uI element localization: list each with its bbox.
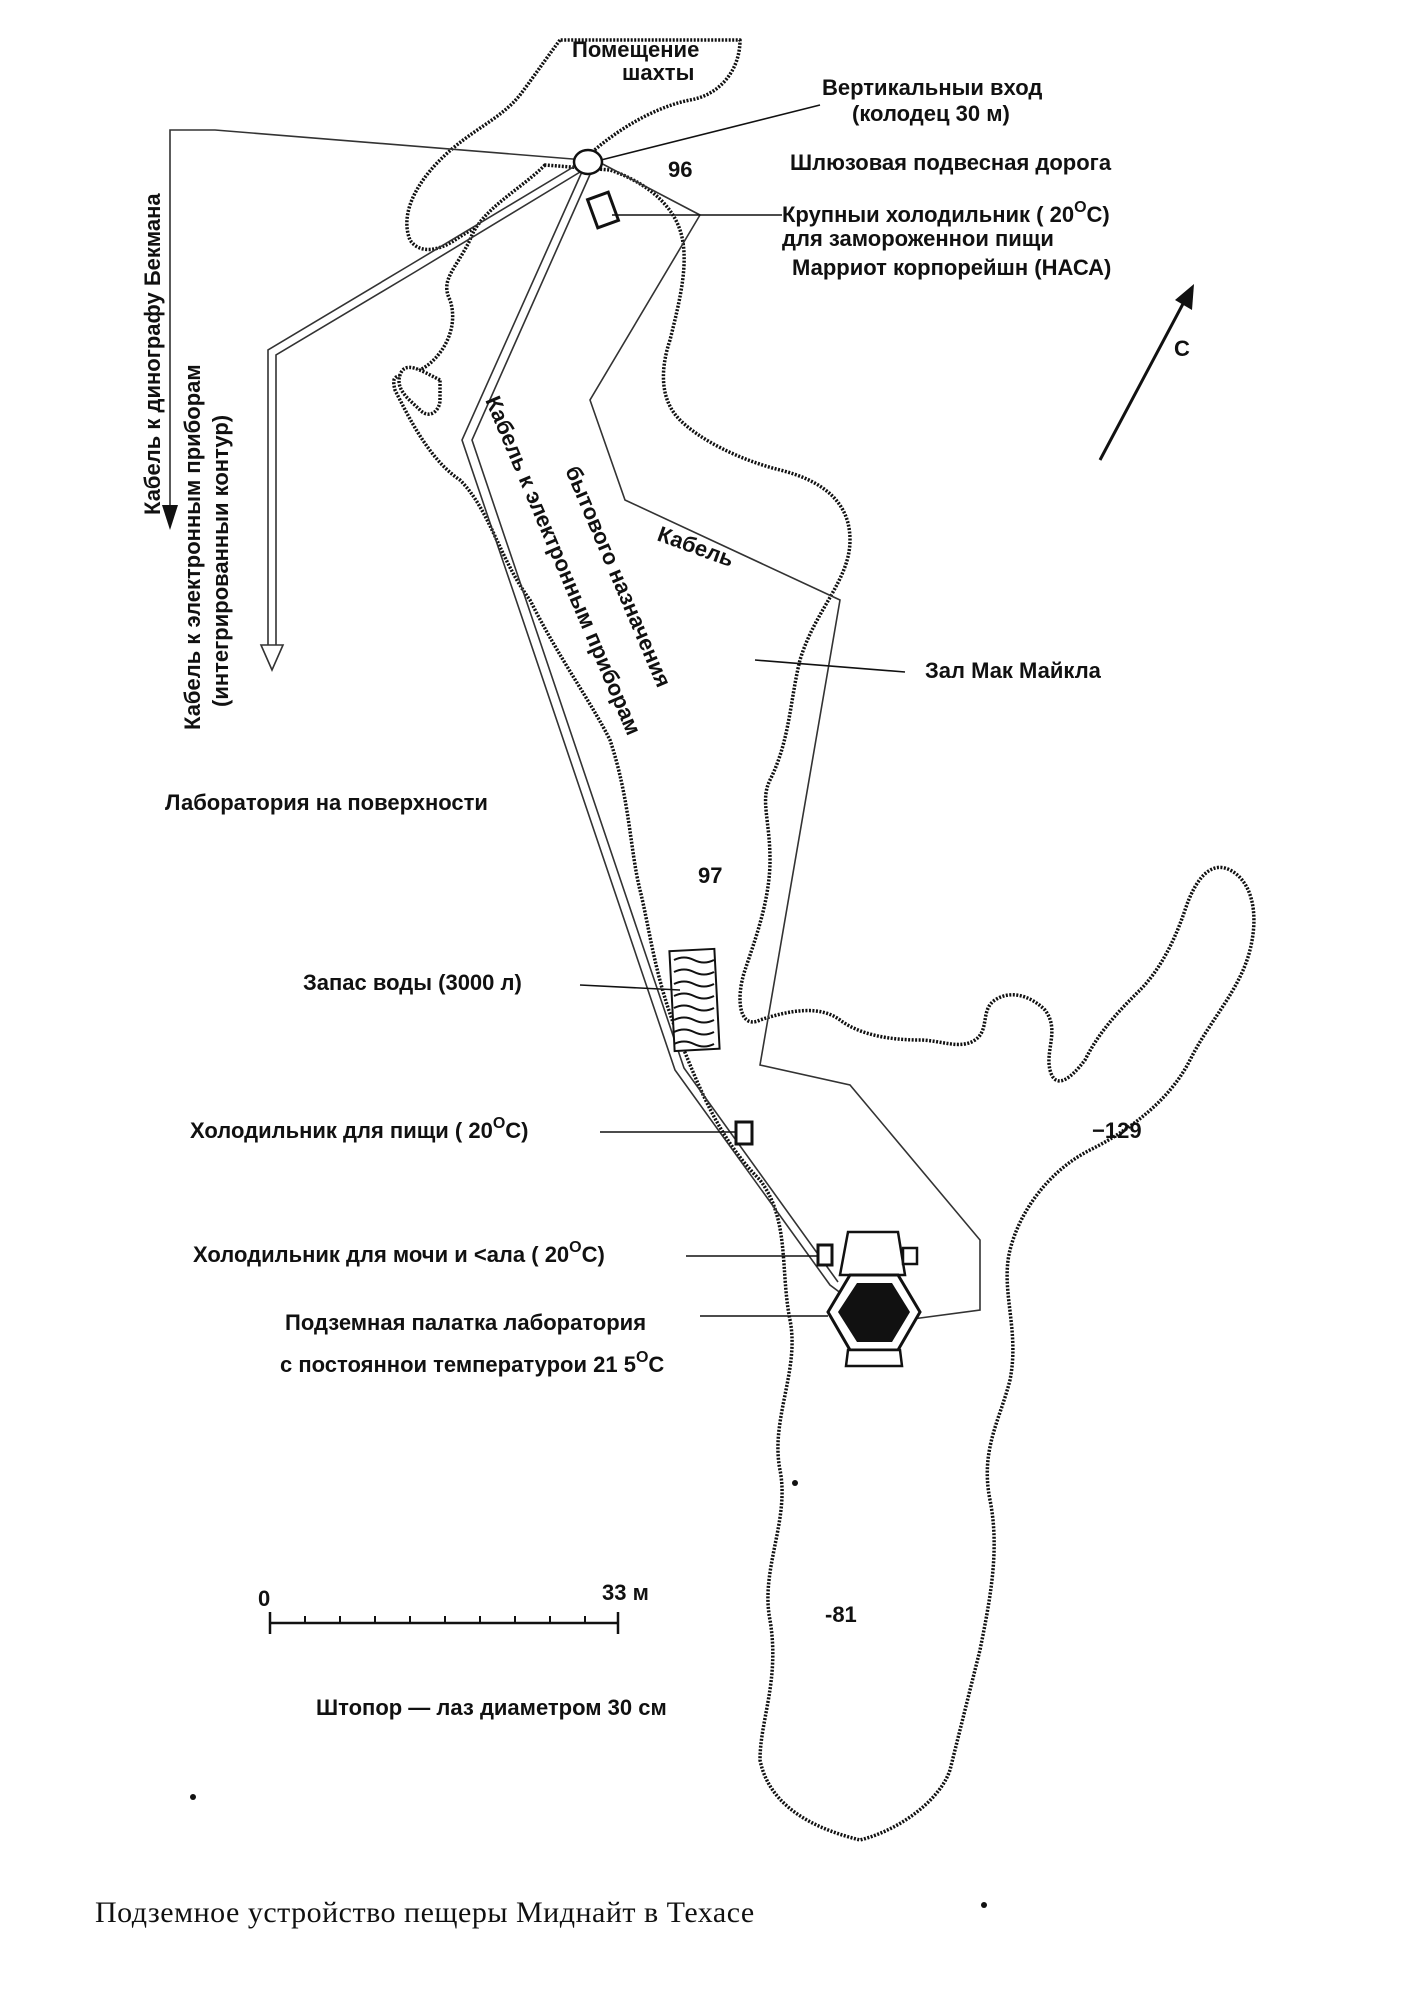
cave-left-lobe	[397, 365, 442, 416]
cable-electronic-label-2: (интегрированныи контур)	[208, 415, 233, 707]
tent-unit: C	[648, 1352, 664, 1377]
tent-label-1: Подземная палатка лаборатория	[285, 1310, 646, 1335]
urine-fridge-label-text: Холодильник для мочи и <ала ( 20	[193, 1242, 569, 1267]
corkscrew-label: Штопор — лаз диаметром 30 см	[316, 1695, 667, 1720]
mcmichael-hall-label: Зал Мак Майкла	[925, 658, 1102, 683]
speck-3	[792, 1480, 798, 1486]
tramway-label: Шлюзовая подвесная дорога	[790, 150, 1112, 175]
large-fridge-marker	[585, 190, 621, 230]
cable-electronic-line2	[275, 165, 591, 645]
speck-1	[190, 1794, 196, 1800]
shaft-room-label-2: шахты	[622, 60, 694, 85]
cable-main-line	[589, 159, 981, 1321]
vertical-entrance-leader	[600, 104, 821, 161]
urine-fridge-unit: C)	[582, 1242, 605, 1267]
depth-81: -81	[825, 1602, 857, 1627]
water-supply-leader	[579, 984, 681, 991]
large-fridge-label-3: Марриот корпорейшн (НАСА)	[792, 255, 1111, 280]
large-fridge-degree: O	[1074, 199, 1086, 216]
cable-beckman-label: Кабель к динографу Бекмана	[140, 193, 165, 515]
surface-lab-label: Лаборатория на поверхности	[165, 790, 488, 815]
large-fridge-label-1: Крупныи холодильник ( 20OC)	[782, 199, 1110, 227]
large-fridge-label-2: для замороженнои пищи	[782, 226, 1054, 251]
urine-fridge-degree: O	[569, 1239, 581, 1256]
north-label: С	[1174, 336, 1190, 361]
scale-max-label: 33 м	[602, 1580, 649, 1605]
food-fridge-unit: C)	[505, 1118, 528, 1143]
vertical-entrance-marker	[572, 148, 604, 176]
cable-beckman-line	[169, 129, 586, 505]
cable-household-line2	[471, 169, 839, 1283]
food-fridge-label-text: Холодильник для пищи ( 20	[190, 1118, 493, 1143]
depth-97: 97	[698, 863, 722, 888]
cable-electronic-label-1: Кабель к электронным приборам	[180, 364, 205, 730]
vertical-entrance-label-1: Вертикальныи вход	[822, 75, 1042, 100]
mcmichael-hall-leader	[754, 659, 906, 673]
cable-electronic-line	[267, 159, 586, 645]
food-fridge-marker	[734, 1120, 754, 1146]
food-fridge-degree: O	[493, 1115, 505, 1132]
water-supply-label: Запас воды (3000 л)	[303, 970, 522, 995]
large-fridge-label-text: Крупныи холодильник ( 20	[782, 202, 1074, 227]
cave-corridor	[392, 163, 1256, 1842]
large-fridge-unit: C)	[1087, 202, 1110, 227]
urine-fridge-marker	[816, 1243, 834, 1267]
water-supply-marker	[668, 947, 721, 1053]
scale-zero-label: 0	[258, 1586, 270, 1611]
tent-label-2-text: с постояннои температурои 21 5	[280, 1352, 636, 1377]
depth-129: −129	[1092, 1118, 1142, 1143]
north-arrow-head	[1175, 284, 1194, 310]
vertical-entrance-label-2: (колодец 30 м)	[852, 101, 1010, 126]
scale-bar	[268, 1612, 620, 1634]
north-arrow-line	[1098, 299, 1187, 461]
speck-2	[981, 1902, 987, 1908]
cave-main-passage	[405, 38, 742, 252]
food-fridge-label: Холодильник для пищи ( 20OC)	[190, 1115, 529, 1143]
cable-electronic-arrow	[259, 644, 285, 672]
figure-caption: Подземное устройство пещеры Миднайт в Те…	[95, 1896, 755, 1929]
urine-fridge-label: Холодильник для мочи и <ала ( 20OC)	[193, 1239, 605, 1267]
cable-beckman-arrow	[162, 505, 178, 530]
underground-tent-lab	[826, 1230, 922, 1368]
depth-96: 96	[668, 157, 692, 182]
cable-household-line	[461, 164, 851, 1301]
tent-label-2: с постояннои температурои 21 5OC	[280, 1349, 664, 1377]
tent-degree: O	[636, 1349, 648, 1366]
shaft-room-label-1: Помещение	[572, 37, 699, 62]
